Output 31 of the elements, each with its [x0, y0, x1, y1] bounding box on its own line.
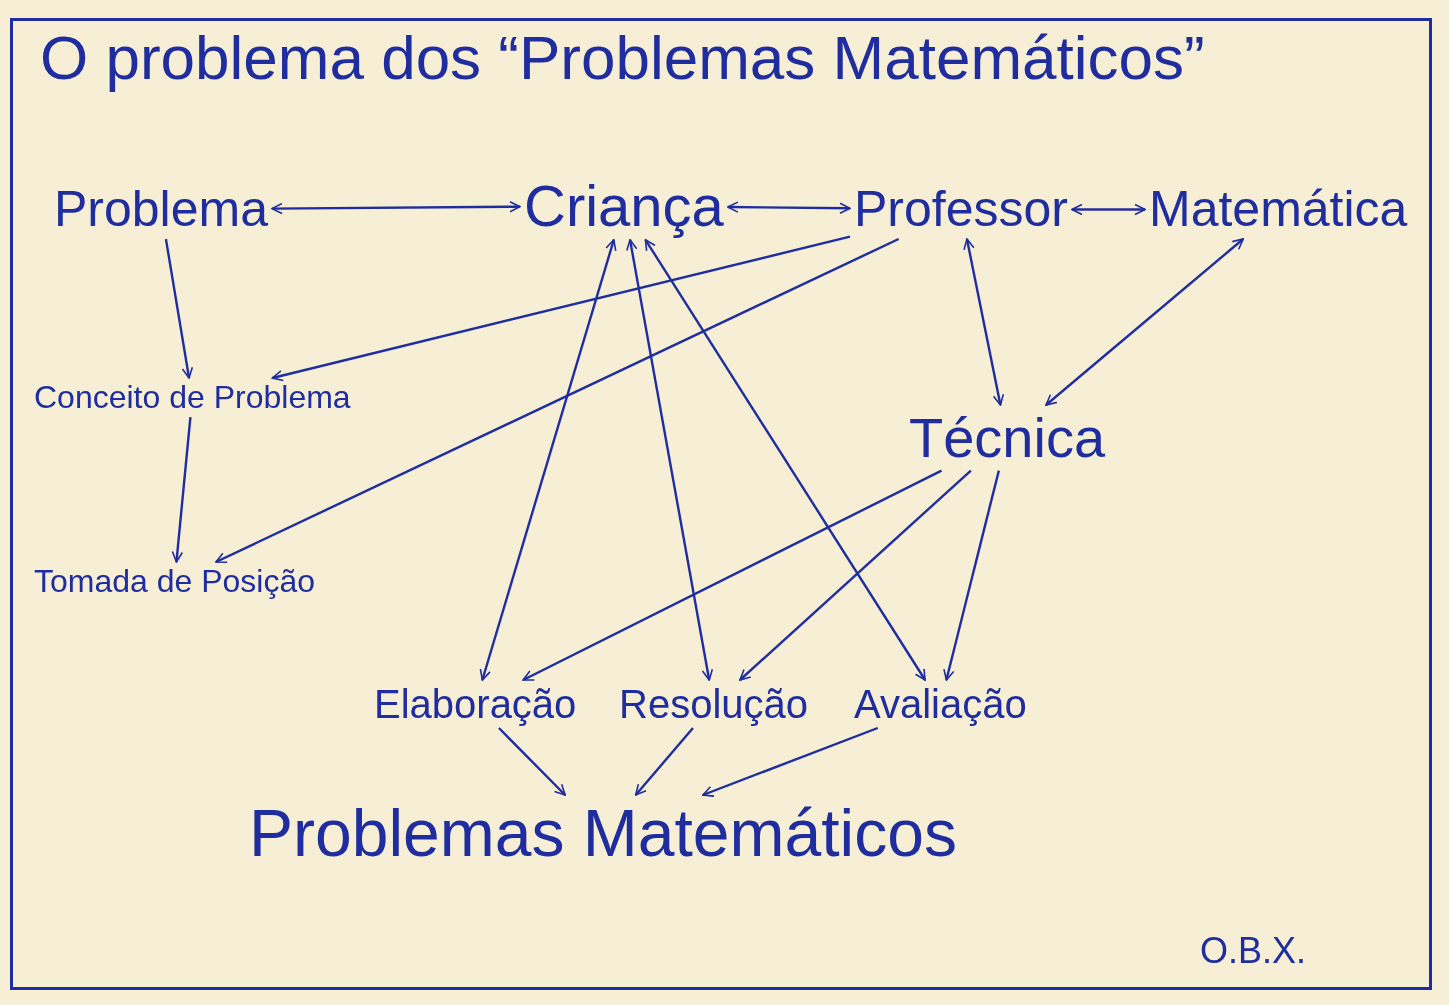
arrow: [164, 238, 194, 379]
concept-label: Professor: [850, 180, 1072, 239]
concept-label: Problemas Matemáticos: [245, 795, 961, 872]
concept-label: Conceito de Problema: [30, 378, 355, 418]
concept-label: Matemática: [1145, 180, 1412, 239]
arrow: [271, 201, 521, 215]
arrow: [943, 470, 1000, 681]
arrow: [702, 726, 879, 797]
arrow: [634, 727, 694, 796]
arrow: [644, 239, 927, 681]
concept-label: Problema: [50, 180, 272, 239]
arrow: [215, 237, 900, 564]
arrow: [479, 239, 617, 681]
arrow: [498, 727, 566, 796]
concept-label: Tomada de Posição: [30, 562, 320, 602]
arrow: [727, 201, 851, 214]
concept-label: Elaboração: [370, 680, 581, 728]
arrow: [1071, 203, 1146, 216]
arrow: [271, 235, 851, 382]
concept-label: Técnica: [905, 405, 1110, 471]
arrow: [171, 417, 192, 563]
concept-label: Criança: [520, 172, 728, 240]
arrow: [963, 238, 1005, 406]
arrow: [1045, 238, 1244, 406]
arrow: [522, 469, 943, 682]
arrow: [626, 239, 714, 681]
arrow: [739, 469, 972, 681]
signature-initials: O.B.X.: [1200, 930, 1307, 972]
title: O problema dos “Problemas Matemáticos”: [40, 22, 1205, 93]
concept-label: Resolução: [615, 680, 812, 728]
concept-label: Avaliação: [850, 680, 1031, 728]
